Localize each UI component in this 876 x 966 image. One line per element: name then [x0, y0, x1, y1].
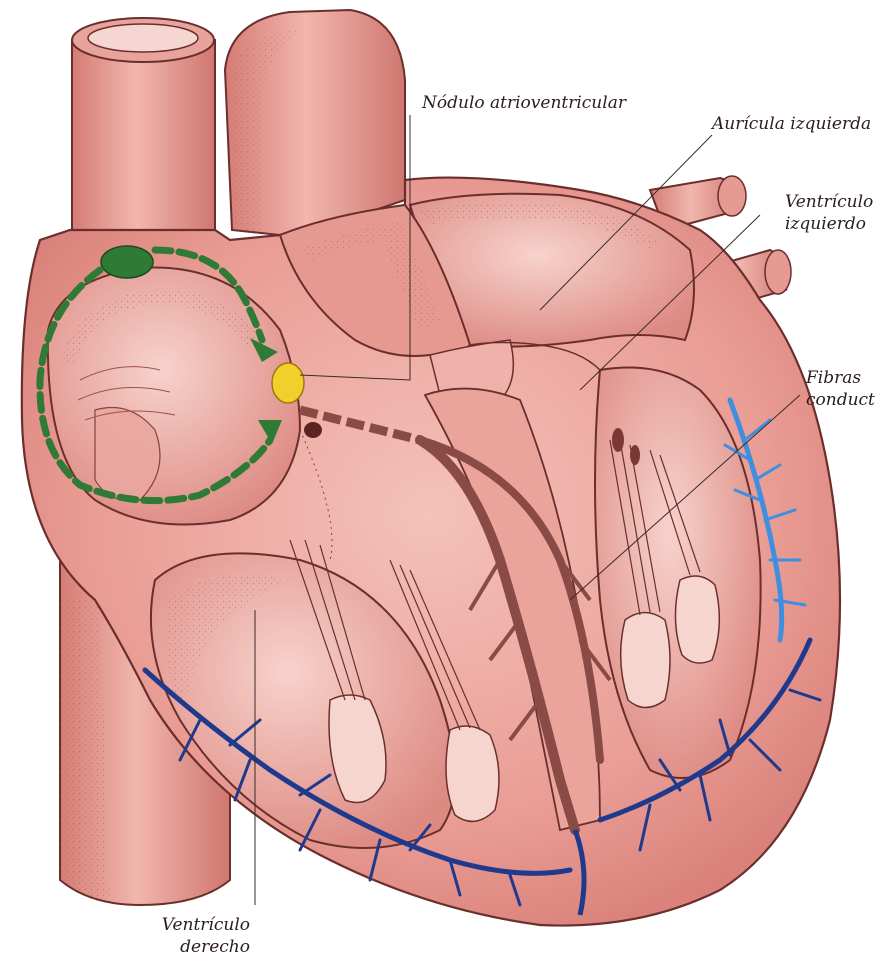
label-right-ventricle-line1: Ventrículo [150, 915, 250, 935]
aorta [225, 10, 405, 235]
label-right-ventricle-line2: derecho [150, 937, 250, 957]
label-left-ventricle-line2: izquierdo [785, 214, 866, 234]
coronary-sinus-opening [304, 422, 322, 438]
label-conduction-fibers-line2: conduct [806, 390, 875, 410]
label-conduction-fibers-line1: Fibras [806, 368, 861, 388]
label-av-node: Nódulo atrioventricular [422, 93, 626, 113]
sinoatrial-node [101, 246, 153, 278]
label-left-ventricle-line1: Ventrículo [785, 192, 873, 212]
superior-vena-cava [72, 18, 215, 260]
label-left-atrium: Aurícula izquierda [712, 114, 871, 134]
atrioventricular-node [272, 363, 304, 403]
